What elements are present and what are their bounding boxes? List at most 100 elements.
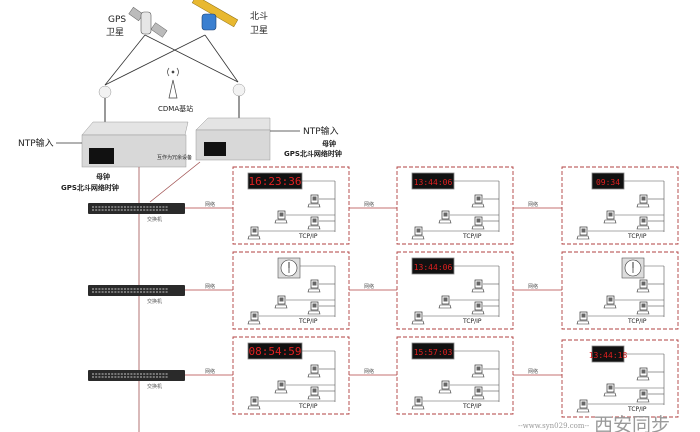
beidou-satellite-icon — [191, 0, 239, 31]
computer-icon — [471, 301, 485, 315]
master-clock-right-subtitle: GPS北斗网络时钟 — [284, 149, 342, 158]
beidou-label-line2: 卫星 — [250, 25, 268, 36]
computer-icon — [307, 386, 321, 400]
master-clock-left-title: 母钟 — [96, 172, 110, 181]
led-clock-time: 08:54:59 — [249, 345, 302, 358]
watermark-logo: 西安同步 --www.syn029.com-- — [518, 414, 670, 432]
computer-icon — [471, 386, 485, 400]
network-label: 网络 — [364, 368, 374, 375]
led-clock-time: 13:44:06 — [414, 263, 453, 272]
computer-icon — [471, 216, 485, 230]
led-clock-display: 08:54:59 — [247, 342, 303, 360]
network-label: 网络 — [528, 283, 538, 290]
gps-antenna-right-icon — [232, 83, 246, 118]
computer-icon — [438, 210, 452, 224]
terminal-group-r2-c3: TCP/IP — [561, 251, 679, 330]
ntp-input-right: NTP输入 — [303, 125, 339, 137]
computer-icon — [576, 226, 590, 240]
master-clock-left-subtitle: GPS北斗网络时钟 — [61, 183, 119, 192]
computer-icon — [411, 311, 425, 325]
analog-clock-icon — [277, 257, 301, 279]
trunk-lines — [138, 161, 201, 432]
tcpip-label: TCP/IP — [298, 318, 318, 325]
computer-icon — [603, 210, 617, 224]
led-clock-display: 15:57:03 — [411, 342, 455, 360]
redundancy-label: 互作为冗余设备 — [157, 154, 192, 161]
led-clock-time: 13:44:18 — [589, 351, 628, 360]
tcpip-label: TCP/IP — [462, 403, 482, 410]
gps-label-line1: GPS — [108, 15, 126, 25]
cdma-label: CDMA基站 — [158, 104, 193, 113]
computer-icon — [603, 383, 617, 397]
computer-icon — [636, 367, 650, 381]
led-clock-display: 13:44:06 — [411, 257, 455, 275]
analog-clock-icon — [621, 257, 645, 279]
network-switch: 交换机 — [88, 285, 185, 305]
tcpip-label: TCP/IP — [462, 318, 482, 325]
signal-lines — [104, 34, 239, 86]
computer-icon — [247, 396, 261, 410]
switch-label: 交换机 — [147, 383, 162, 390]
computer-icon — [411, 226, 425, 240]
computer-icon — [636, 216, 650, 230]
network-label: 网络 — [205, 283, 215, 290]
network-switch: 交换机 — [88, 370, 185, 390]
led-clock-time: 15:57:03 — [414, 348, 453, 357]
tcpip-label: TCP/IP — [298, 233, 318, 240]
computer-icon — [307, 364, 321, 378]
gps-satellite-icon — [128, 6, 168, 38]
computer-icon — [636, 389, 650, 403]
network-switch: 交换机 — [88, 203, 185, 223]
tcpip-label: TCP/IP — [627, 318, 647, 325]
computer-icon — [438, 380, 452, 394]
tcpip-label: TCP/IP — [298, 403, 318, 410]
computer-icon — [307, 279, 321, 293]
master-clock-right-title: 母钟 — [322, 139, 336, 148]
computer-icon — [636, 194, 650, 208]
switch-label: 交换机 — [147, 216, 162, 223]
led-clock-display: 16:23:36 — [247, 172, 303, 190]
cdma-tower-icon — [167, 67, 179, 99]
ntp-input-left: NTP输入 — [18, 137, 54, 149]
network-label: 网络 — [205, 201, 215, 208]
computer-icon — [274, 295, 288, 309]
computer-icon — [576, 399, 590, 413]
tcpip-label: TCP/IP — [627, 233, 647, 240]
led-clock-time: 16:23:36 — [249, 175, 302, 188]
tcpip-label: TCP/IP — [627, 406, 647, 413]
beidou-label-line1: 北斗 — [250, 11, 268, 22]
led-clock-time: 09:34 — [596, 178, 620, 187]
network-label: 网络 — [528, 201, 538, 208]
terminal-group-r2-c1: TCP/IP — [232, 251, 350, 330]
computer-icon — [471, 364, 485, 378]
network-label: 网络 — [364, 201, 374, 208]
computer-icon — [307, 301, 321, 315]
network-label: 网络 — [205, 368, 215, 375]
computer-icon — [438, 295, 452, 309]
master-clock-left — [81, 121, 189, 168]
master-clock-right — [195, 117, 271, 161]
led-clock-display: 13:44:06 — [411, 172, 455, 190]
watermark-text: 西安同步 — [594, 414, 670, 432]
computer-icon — [576, 311, 590, 325]
computer-icon — [274, 380, 288, 394]
computer-icon — [411, 396, 425, 410]
computer-icon — [307, 194, 321, 208]
watermark-url: --www.syn029.com-- — [518, 422, 590, 430]
switch-label: 交换机 — [147, 298, 162, 305]
tcpip-label: TCP/IP — [462, 233, 482, 240]
gps-antenna-left-icon — [98, 85, 112, 122]
computer-icon — [603, 295, 617, 309]
network-label: 网络 — [364, 283, 374, 290]
computer-icon — [636, 279, 650, 293]
computer-icon — [471, 194, 485, 208]
computer-icon — [471, 279, 485, 293]
computer-icon — [247, 311, 261, 325]
